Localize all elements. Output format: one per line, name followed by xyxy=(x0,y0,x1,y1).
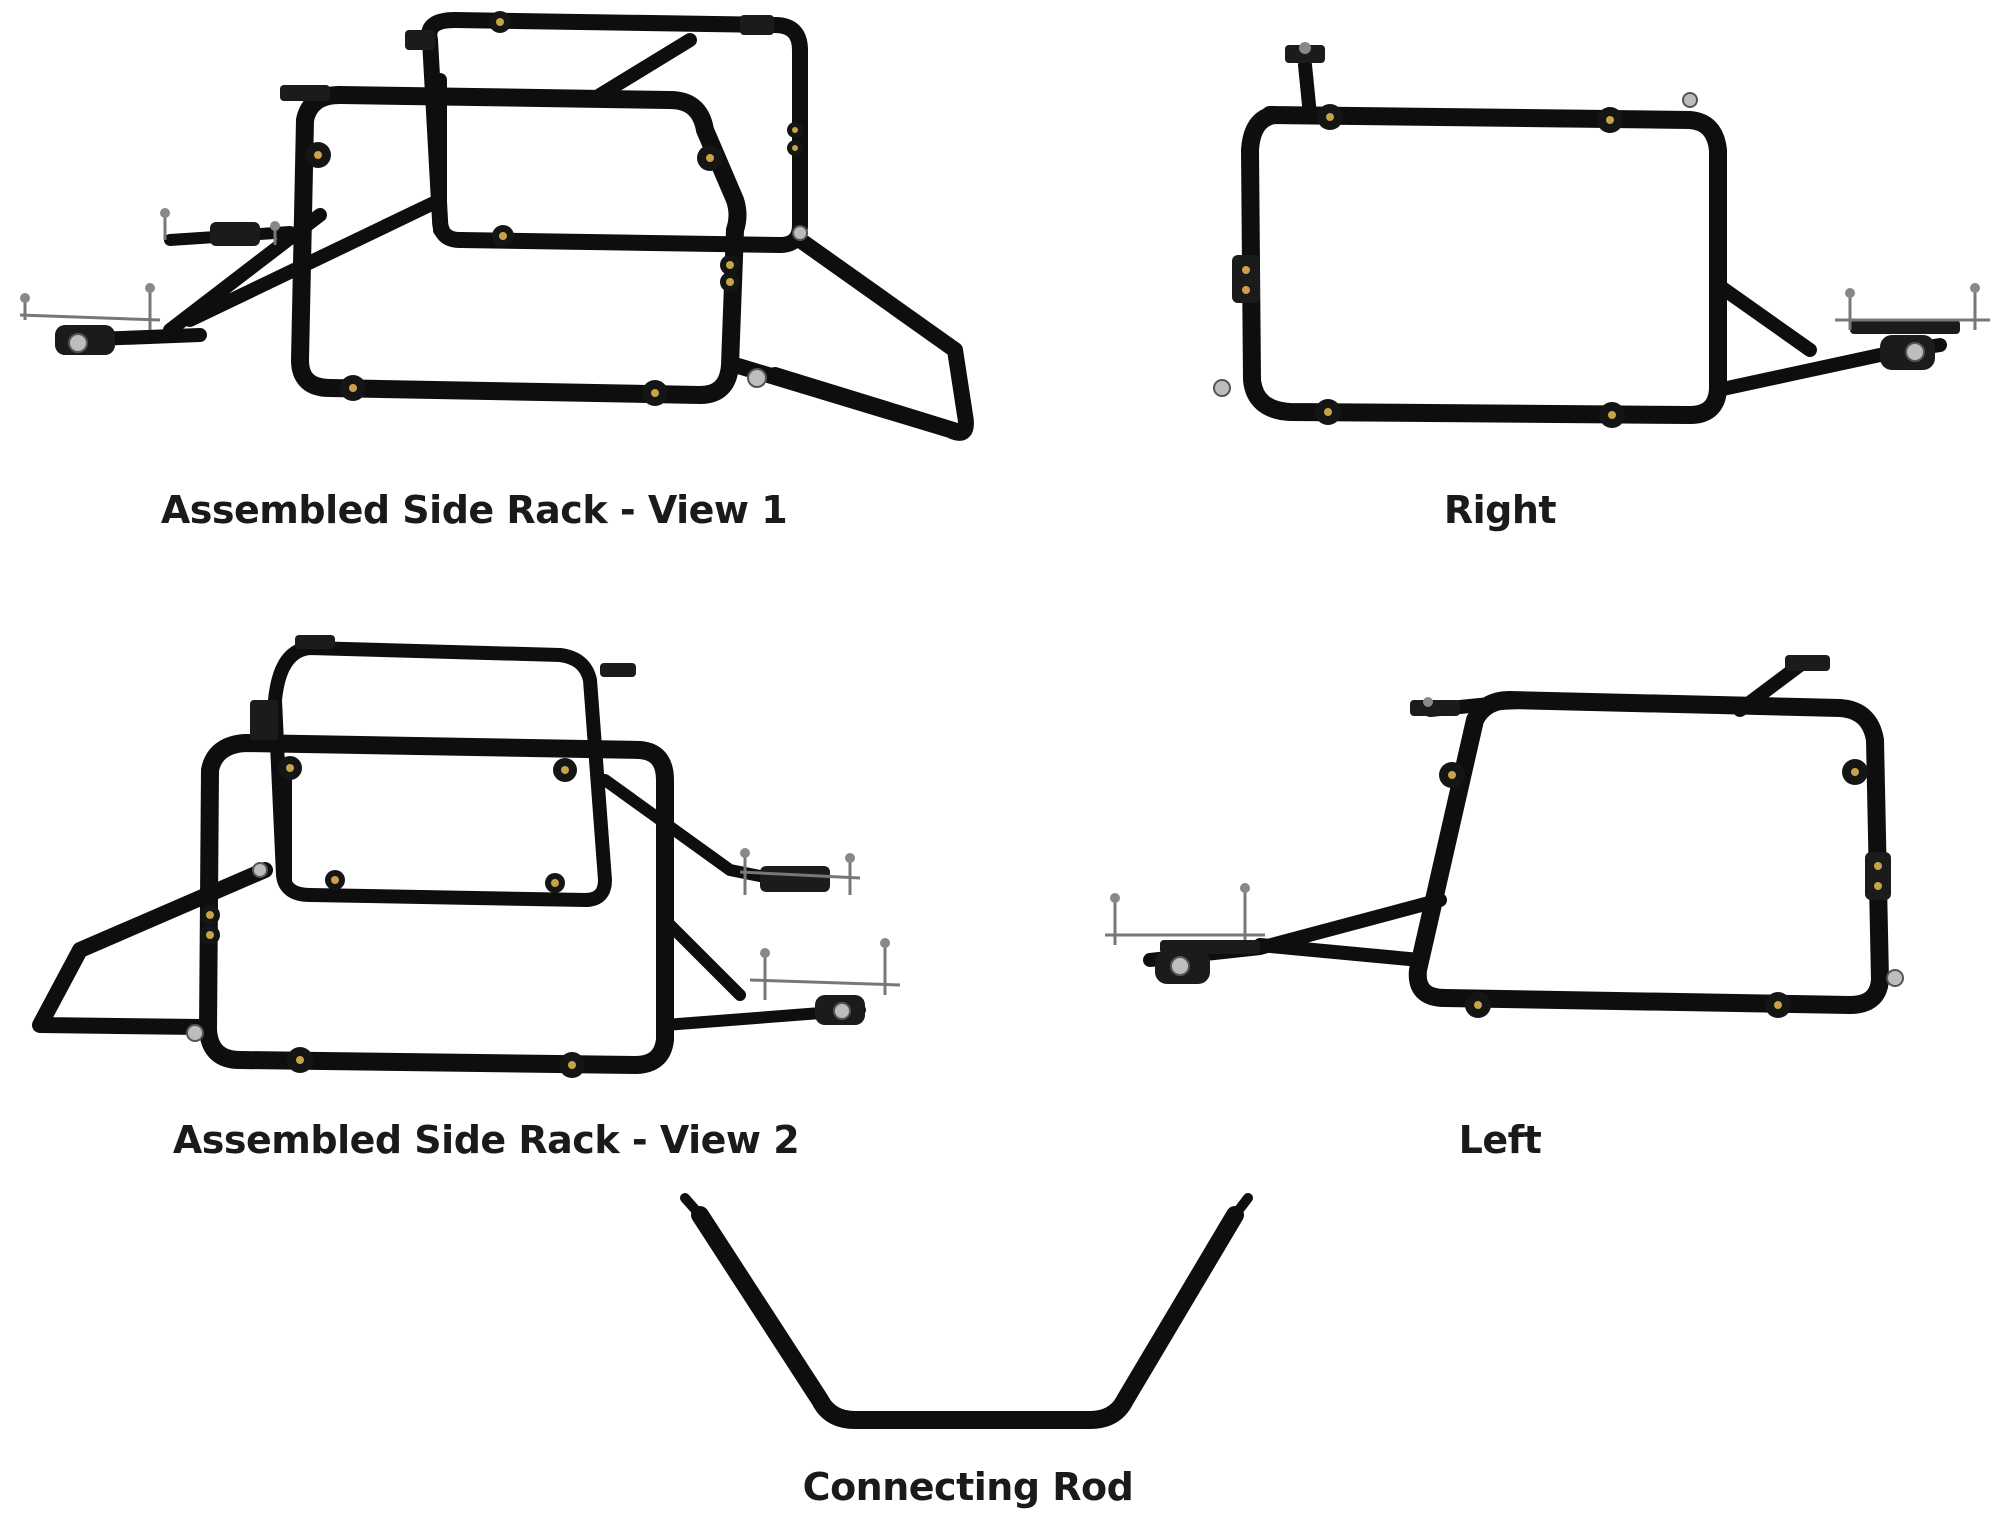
panel-view-2: Assembled Side Rack - View 2 xyxy=(0,600,1000,1180)
caption-left: Left xyxy=(1458,1118,1542,1162)
caption-view-2: Assembled Side Rack - View 2 xyxy=(172,1118,800,1162)
connecting-rod-image xyxy=(680,1193,1253,1429)
panel-rod: Connecting Rod xyxy=(560,1180,1440,1527)
caption-rod: Connecting Rod xyxy=(802,1465,1134,1509)
left-rack-image xyxy=(1105,655,1904,1018)
caption-view-1: Assembled Side Rack - View 1 xyxy=(160,488,788,532)
side-rack-view-2-image xyxy=(32,635,901,1078)
panel-view-1: Assembled Side Rack - View 1 xyxy=(0,0,1000,560)
right-rack-image xyxy=(1213,42,1990,428)
caption-right: Right xyxy=(1443,488,1557,532)
panel-right: Right xyxy=(1000,0,2000,560)
panel-left: Left xyxy=(1000,600,2000,1180)
side-rack-view-1-image xyxy=(19,11,974,441)
